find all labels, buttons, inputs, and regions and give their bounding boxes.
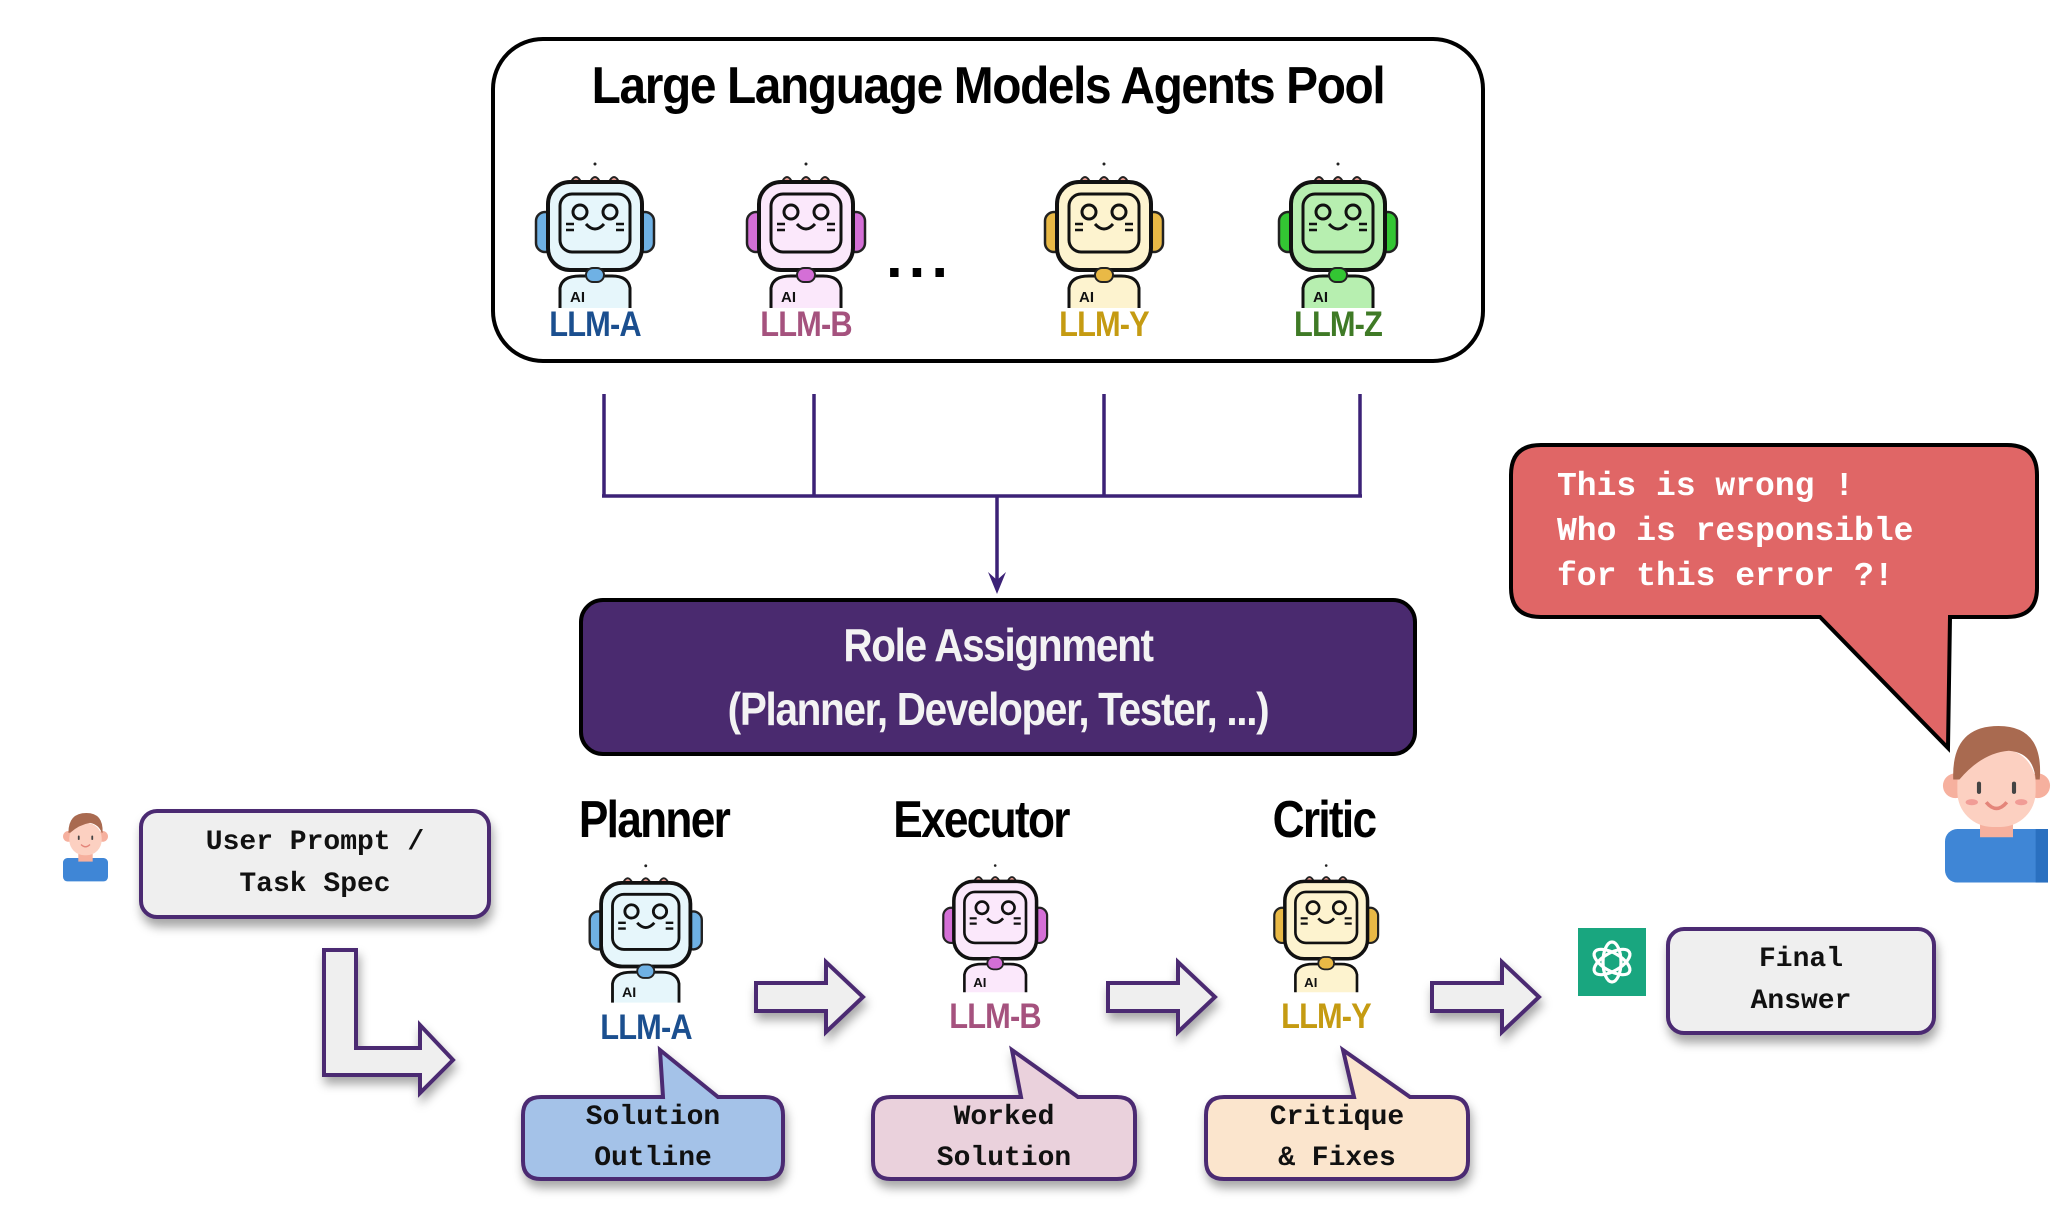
svg-text:AI: AI — [570, 289, 585, 306]
openai-logo-icon — [1578, 928, 1646, 996]
pipeline-agent-label: LLM-A — [600, 1008, 692, 1047]
output-line1: Worked — [953, 1102, 1055, 1133]
final-answer-line2: Answer — [1750, 986, 1852, 1017]
arrow-right-icon — [1106, 957, 1218, 1037]
svg-text:AI: AI — [622, 985, 636, 1001]
agents-pool-title: Large Language Models Agents Pool — [591, 57, 1386, 115]
pipeline-agent-label: LLM-B — [949, 997, 1041, 1036]
arrow-right-icon — [1430, 957, 1542, 1037]
output-line2: & Fixes — [1278, 1143, 1396, 1174]
robot-agent-icon: AI — [1277, 162, 1399, 308]
output-line2: Outline — [594, 1143, 712, 1174]
role-heading-executor: Executor — [893, 791, 1070, 849]
agent-label: LLM-B — [760, 305, 852, 344]
output-bubble-shape — [1204, 1045, 1470, 1181]
robot-agent-icon: AI — [1043, 162, 1165, 308]
output-bubble-text: Critique & Fixes — [1206, 1097, 1468, 1179]
svg-text:AI: AI — [1304, 975, 1317, 990]
user-avatar-small-icon — [63, 813, 108, 882]
svg-text:AI: AI — [1079, 289, 1094, 306]
agent-label: LLM-A — [549, 305, 641, 344]
robot-agent-icon: AI — [1272, 864, 1380, 993]
output-line2: Solution — [936, 1143, 1072, 1174]
pool-agent-llm-z[interactable]: AI — [1273, 160, 1403, 315]
pipeline-agent-llm-y[interactable]: AI — [1269, 862, 1383, 999]
pool-agent-llm-b[interactable]: AI — [741, 160, 871, 315]
complaint-line2: Who is responsible — [1557, 513, 1914, 550]
agent-label: LLM-Y — [1059, 305, 1150, 344]
flow-arrows — [754, 957, 1542, 1037]
output-bubble-shape — [521, 1045, 785, 1181]
output-line1: Solution — [585, 1102, 721, 1133]
final-answer-box[interactable]: Final Answer — [1666, 927, 1936, 1035]
pipeline-agent-llm-b[interactable]: AI — [938, 862, 1052, 999]
role-heading-critic: Critic — [1272, 791, 1377, 849]
robot-agent-icon: AI — [588, 864, 704, 1003]
complaint-bubble-shape — [1509, 443, 2039, 753]
role-assignment-box[interactable]: Role Assignment (Planner, Developer, Tes… — [579, 598, 1417, 756]
svg-text:AI: AI — [973, 975, 986, 990]
role-heading-planner: Planner — [578, 791, 731, 849]
complaint-line1: This is wrong ! — [1557, 468, 1855, 505]
pool-connector-lines — [602, 394, 1362, 588]
complaint-text: This is wrong ! Who is responsible for t… — [1557, 464, 1913, 599]
complaint-line3: for this error ?! — [1557, 558, 1894, 595]
pipeline-agent-llm-a[interactable]: AI — [584, 862, 708, 1010]
role-assignment-title: Role Assignment — [843, 619, 1154, 671]
robot-agent-icon: AI — [941, 864, 1049, 993]
user-prompt-box[interactable]: User Prompt / Task Spec — [139, 809, 491, 919]
user-prompt-line1: User Prompt / — [205, 827, 425, 858]
ellipsis: ... — [886, 223, 955, 290]
pipeline-agent-label: LLM-Y — [1281, 997, 1372, 1036]
final-answer-line1: Final — [1758, 944, 1843, 975]
agent-label: LLM-Z — [1294, 305, 1383, 344]
arrow-right-icon — [754, 957, 866, 1037]
role-assignment-roles: (Planner, Developer, Tester, ...) — [727, 683, 1270, 735]
pool-agent-llm-y[interactable]: AI — [1039, 160, 1169, 315]
svg-text:AI: AI — [1313, 289, 1328, 306]
svg-text:AI: AI — [781, 289, 796, 306]
arrowhead-down-icon — [988, 572, 1006, 594]
robot-agent-icon: AI — [745, 162, 867, 308]
pool-agent-llm-a[interactable]: AI — [530, 160, 660, 315]
output-line1: Critique — [1269, 1102, 1405, 1133]
user-avatar-large-icon — [1942, 726, 2051, 883]
output-bubble-shape — [871, 1045, 1137, 1181]
robot-agent-icon: AI — [534, 162, 656, 308]
l-arrow-icon — [322, 948, 456, 1098]
output-bubbles — [521, 1045, 1470, 1181]
user-prompt-line2: Task Spec — [239, 869, 391, 900]
